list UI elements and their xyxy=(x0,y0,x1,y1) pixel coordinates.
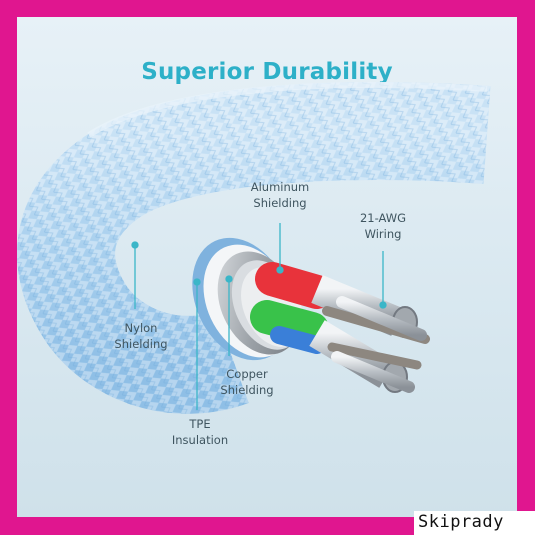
awg-wiring-label: 21-AWG Wiring xyxy=(359,211,407,241)
nylon-shielding-label: Nylon Shielding xyxy=(114,321,168,351)
cable-cross-section-illustration xyxy=(17,81,491,414)
page-title: Superior Durability xyxy=(141,59,393,85)
copper-shielding-label: Copper Shielding xyxy=(220,367,274,397)
brand-bar xyxy=(414,511,535,535)
tpe-insulation-label: TPE Insulation xyxy=(171,417,229,447)
product-image-panel: Superior Durability xyxy=(17,17,517,517)
brand-watermark: Skiprady xyxy=(418,512,504,532)
aluminum-shielding-label: Aluminum Shielding xyxy=(250,180,310,210)
